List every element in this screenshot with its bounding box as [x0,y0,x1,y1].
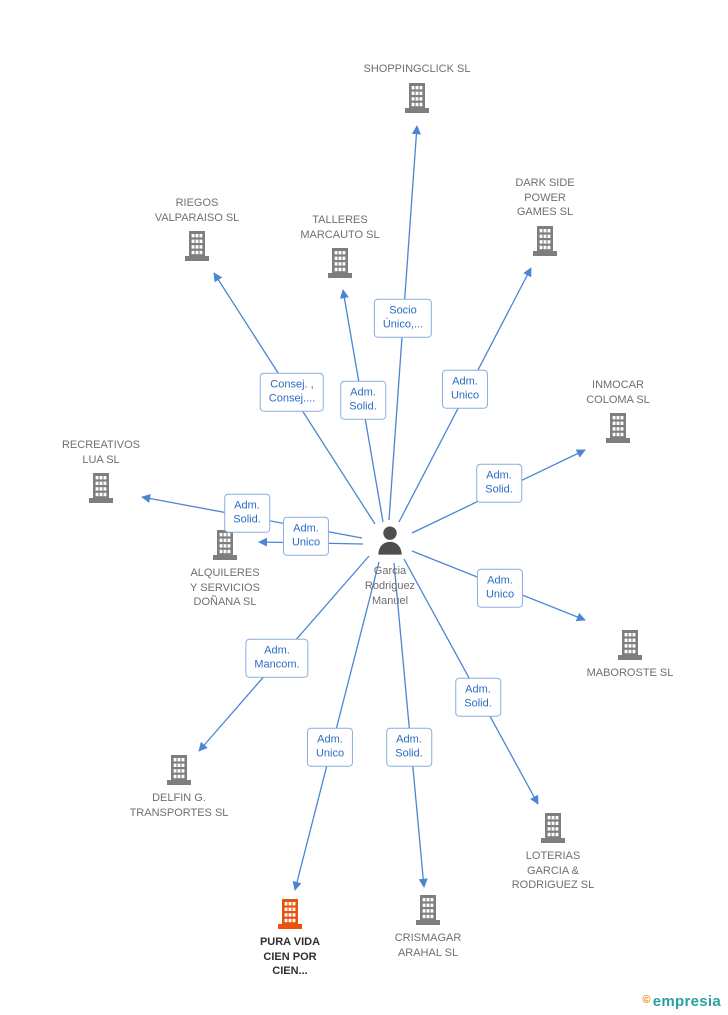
brand-name: empresia [652,993,721,1010]
building-icon [602,413,634,443]
person-node-garcia-rodriguez-manuel[interactable]: Garcia Rodriguez Manuel [332,524,448,609]
company-label: DELFIN G. TRANSPORTES SL [129,792,229,819]
relation-label-dark-side: Adm. Unico [441,369,489,409]
company-label: RECREATIVOS LUA SL [61,439,141,466]
company-label: ALQUILERES Y SERVICIOS DOÑANA SL [190,567,260,609]
company-label: CRISMAGAR ARAHAL SL [394,932,462,959]
relation-label-shoppingclick: Socio Único,... [373,298,433,338]
building-icon [529,226,561,256]
company-node-delfin-g-transportes[interactable]: DELFIN G. TRANSPORTES SL [121,755,237,820]
building-icon [614,630,646,660]
company-label: LOTERIAS GARCIA & RODRIGUEZ SL [511,850,595,892]
company-label: INMOCAR COLOMA SL [586,379,650,406]
building-icon [85,473,117,503]
person-icon [373,524,407,558]
building-icon [412,895,444,925]
building-icon [537,813,569,843]
company-node-recreativos-lua[interactable]: RECREATIVOS LUA SL [43,438,159,503]
company-label: RIEGOS VALPARAISO SL [154,197,240,224]
company-node-loterias-garcia-rodriguez[interactable]: LOTERIAS GARCIA & RODRIGUEZ SL [495,813,611,893]
building-icon [324,248,356,278]
company-label: PURA VIDA CIEN POR CIEN... [259,936,321,978]
company-node-pura-vida-cien-por-cien[interactable]: PURA VIDA CIEN POR CIEN... [232,899,348,979]
relationship-arrow [393,562,428,888]
relation-label-riegos-valparaiso: Consej. , Consej.... [259,372,325,412]
relation-label-delfin: Adm. Mancom. [245,638,309,678]
relation-label-talleres-marcauto: Adm. Solid. [340,380,386,420]
building-icon [163,755,195,785]
relation-label-pura-vida: Adm. Unico [306,727,354,767]
company-node-riegos-valparaiso[interactable]: RIEGOS VALPARAISO SL [139,196,255,261]
building-icon [209,530,241,560]
company-label: TALLERES MARCAUTO SL [300,214,380,241]
person-name: Garcia Rodriguez Manuel [364,565,416,607]
company-label: DARK SIDE POWER GAMES SL [515,177,575,219]
company-node-shoppingclick[interactable]: SHOPPINGCLICK SL [359,62,475,113]
company-node-talleres-marcauto[interactable]: TALLERES MARCAUTO SL [282,213,398,278]
relation-label-inmocar: Adm. Solid. [476,463,522,503]
relation-label-maboroste: Adm. Unico [476,568,524,608]
company-node-maboroste[interactable]: MABOROSTE SL [572,630,688,681]
company-node-dark-side-power-games[interactable]: DARK SIDE POWER GAMES SL [487,176,603,256]
empresia-logo: ©empresia [642,993,721,1010]
relation-label-recreativos: Adm. Solid. [224,493,270,533]
relationship-arrow [292,561,380,891]
company-node-inmocar-coloma[interactable]: INMOCAR COLOMA SL [560,378,676,443]
relation-label-alquileres: Adm. Unico [282,516,330,556]
building-icon [401,83,433,113]
relation-label-crismagar: Adm. Solid. [386,727,432,767]
building-icon [274,899,306,929]
company-node-alquileres-y-servicios-donana[interactable]: ALQUILERES Y SERVICIOS DOÑANA SL [167,530,283,610]
building-icon [181,231,213,261]
company-node-crismagar-arahal[interactable]: CRISMAGAR ARAHAL SL [370,895,486,960]
company-label: SHOPPINGCLICK SL [363,63,471,75]
relation-label-loterias: Adm. Solid. [455,677,501,717]
company-label: MABOROSTE SL [586,667,674,679]
copyright-symbol: © [642,994,651,1006]
